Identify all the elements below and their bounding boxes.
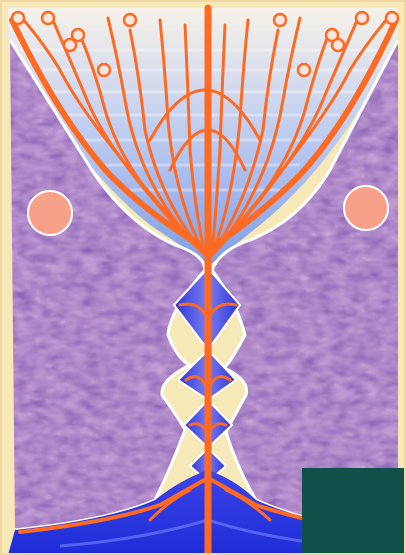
corner-block: [302, 468, 406, 555]
vessel-bud: [12, 12, 24, 24]
vessel-bud: [356, 12, 368, 24]
vessel-bud: [64, 39, 76, 51]
vessel-bud: [298, 64, 310, 76]
pink-circle-right: [344, 186, 388, 230]
vessel-bud: [42, 12, 54, 24]
vessel-bud: [98, 64, 110, 76]
pink-circle-left: [28, 191, 72, 235]
vessel-bud: [386, 12, 398, 24]
vessel-bud: [274, 14, 286, 26]
vessel-bud: [332, 39, 344, 51]
vessel-bud: [124, 14, 136, 26]
